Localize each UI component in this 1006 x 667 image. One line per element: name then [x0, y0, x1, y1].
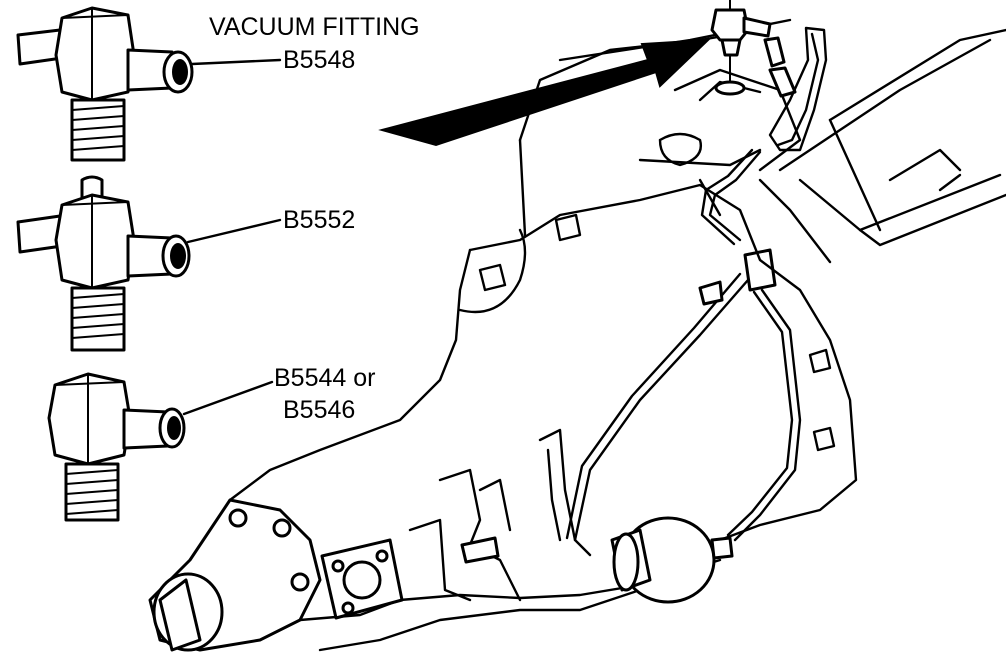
fitting-b5544-b5546 [47, 372, 274, 522]
part-label-b5548: B5548 [283, 46, 356, 74]
intake-vacuum-fitting [710, 0, 797, 98]
fitting-b5552 [16, 175, 282, 352]
diagram-title: VACUUM FITTING [209, 13, 420, 41]
fitting-b5548 [16, 6, 282, 162]
transmission-case [148, 183, 858, 652]
part-label-b5546: B5546 [283, 396, 356, 424]
vacuum-line [565, 26, 828, 542]
engine-intake [518, 18, 1006, 264]
vacuum-modulator [610, 516, 734, 604]
pointer-arrow [378, 38, 711, 147]
part-label-b5552: B5552 [283, 206, 356, 234]
part-label-b5544: B5544 or [274, 364, 376, 392]
